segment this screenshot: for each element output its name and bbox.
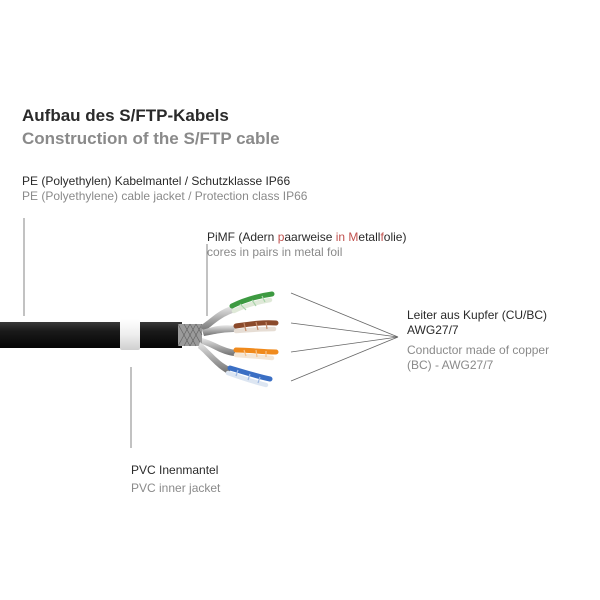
pimf-label: PiMF (Adern paarweise in Metallfolie) co… — [207, 230, 406, 260]
foil-pairs — [198, 306, 236, 374]
pair-orange — [233, 347, 279, 361]
jacket-label: PE (Polyethylen) Kabelmantel / Schutzkla… — [22, 174, 307, 204]
title-english: Construction of the S/FTP cable — [22, 129, 280, 148]
conductor-leader-lines — [290, 292, 399, 382]
outer-jacket — [0, 322, 120, 348]
pair-brown — [233, 320, 279, 334]
inner-jacket-label-de: PVC Inenmantel — [131, 463, 219, 477]
conductor-label-de-2: AWG27/7 — [407, 323, 459, 337]
title-german: Aufbau des S/FTP-Kabels — [22, 106, 229, 125]
jacket-label-de: PE (Polyethylen) Kabelmantel / Schutzkla… — [22, 174, 291, 188]
pair-green — [229, 291, 275, 314]
conductor-label-de-1: Leiter aus Kupfer (CU/BC) — [407, 308, 548, 322]
inner-jacket-label: PVC Inenmantel PVC inner jacket — [131, 463, 220, 496]
conductor-label-en-1: Conductor made of copper — [407, 343, 550, 357]
jacket-label-en: PE (Polyethylene) cable jacket / Protect… — [22, 189, 308, 203]
conductor-label-en-2: (BC) - AWG27/7 — [407, 358, 494, 372]
pair-blue — [225, 365, 273, 388]
outer-jacket-end — [140, 322, 182, 348]
inner-jacket-label-en: PVC inner jacket — [131, 481, 221, 495]
inner-jacket — [120, 319, 140, 350]
pimf-label-de: PiMF (Adern paarweise in Metallfolie) — [207, 230, 407, 244]
pimf-label-en: cores in pairs in metal foil — [207, 245, 343, 259]
conductor-label: Leiter aus Kupfer (CU/BC) AWG27/7 Conduc… — [407, 308, 549, 373]
